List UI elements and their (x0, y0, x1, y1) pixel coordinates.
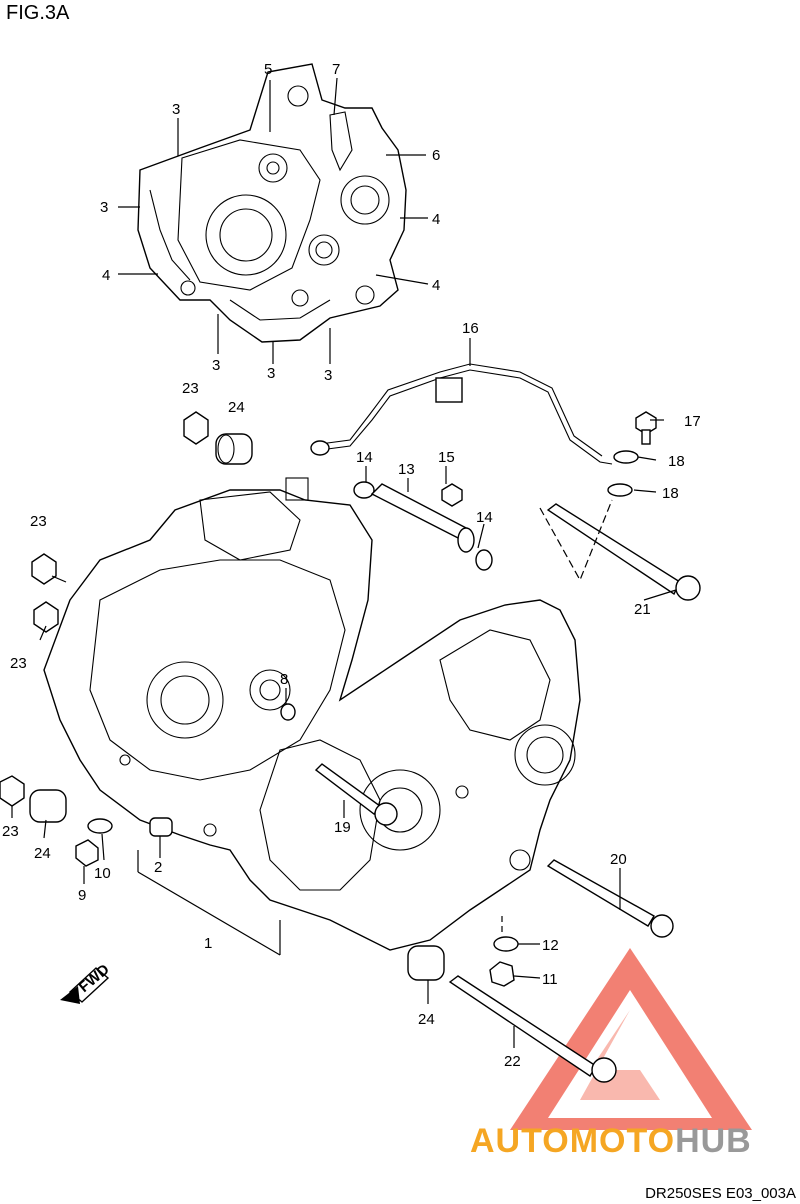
watermark-text-orange: AUTOMOTO (470, 1122, 675, 1160)
callout-18: 18 (668, 453, 685, 470)
callout-23: 23 (30, 513, 47, 530)
callout-8: 8 (280, 671, 288, 688)
oil-hose-drawing (310, 363, 613, 465)
callout-17: 17 (684, 413, 701, 430)
callout-10: 10 (94, 865, 111, 882)
watermark-text-gray: HUB (675, 1122, 752, 1160)
callout-9: 9 (78, 887, 86, 904)
callout-14: 14 (356, 449, 373, 466)
callout-23: 23 (2, 823, 19, 840)
callout-2: 2 (154, 859, 162, 876)
callout-3: 3 (324, 367, 332, 384)
crankcase-cover-drawing (137, 63, 407, 343)
callout-20: 20 (610, 851, 627, 868)
figure-label: FIG.3A (6, 2, 70, 24)
callout-24: 24 (228, 399, 245, 416)
callout-3: 3 (212, 357, 220, 374)
callout-3: 3 (172, 101, 180, 118)
callout-21: 21 (634, 601, 651, 618)
leader-lines (11, 77, 677, 1048)
callout-23: 23 (182, 380, 199, 397)
callout-4: 4 (432, 277, 440, 294)
callout-labels: 5 7 3 6 3 4 4 4 3 3 3 16 23 24 17 18 14 … (2, 61, 701, 1070)
callout-4: 4 (102, 267, 110, 284)
callout-5: 5 (264, 61, 272, 78)
callout-24: 24 (34, 845, 51, 862)
callout-6: 6 (432, 147, 440, 164)
callout-19: 19 (334, 819, 351, 836)
callout-12: 12 (542, 937, 559, 954)
callout-22: 22 (504, 1053, 521, 1070)
callout-7: 7 (332, 61, 340, 78)
svg-text:AUTOMOTOHUB: AUTOMOTOHUB (470, 1122, 752, 1160)
callout-14: 14 (476, 509, 493, 526)
callout-1: 1 (204, 935, 212, 952)
callout-16: 16 (462, 320, 479, 337)
callout-15: 15 (438, 449, 455, 466)
callout-24: 24 (418, 1011, 435, 1028)
callout-4: 4 (432, 211, 440, 228)
callout-11: 11 (542, 971, 558, 988)
callout-18: 18 (662, 485, 679, 502)
callout-13: 13 (398, 461, 415, 478)
drawing-code: DR250SES E03_003A (645, 1185, 796, 1202)
crankcase-main-drawing (43, 477, 581, 951)
callout-3: 3 (267, 365, 275, 382)
callout-23: 23 (10, 655, 27, 672)
callout-3: 3 (100, 199, 108, 216)
